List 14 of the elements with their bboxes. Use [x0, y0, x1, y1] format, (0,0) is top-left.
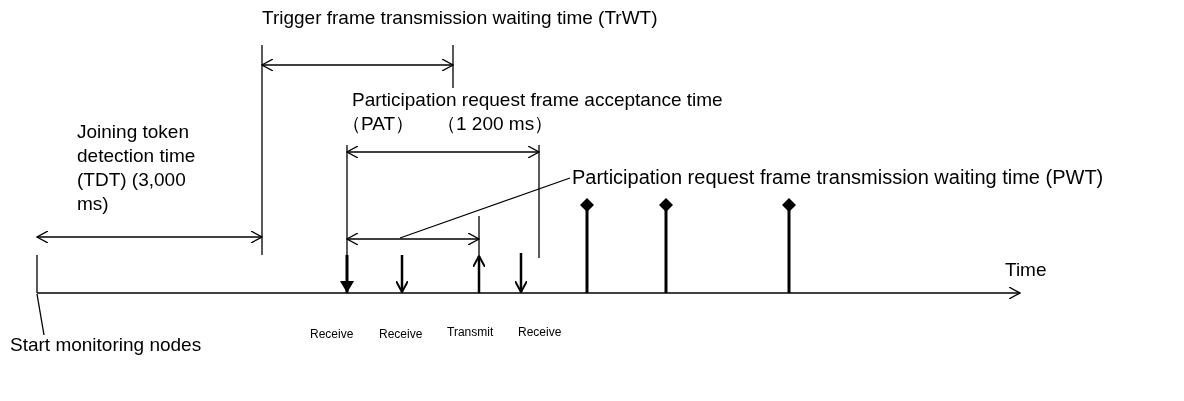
- annotation-text: Participation request frame transmission waiting time (PWT): [572, 163, 1112, 191]
- dimension-label: Trigger frame transmission waiting time (TrWT): [262, 6, 658, 30]
- dimension-label: Joining token detection time (TDT) (3,000 ms): [77, 120, 197, 216]
- leader-line: [36, 293, 45, 336]
- axis-label: Time: [1005, 258, 1047, 282]
- event-label: Receive: [379, 327, 423, 341]
- dimension-label: Participation request frame acceptance time: [352, 88, 723, 112]
- leader-line: [399, 177, 571, 239]
- annotation-text: Start monitoring nodes: [10, 333, 202, 357]
- dimension-label: （PAT）: [342, 112, 415, 136]
- event-label: Transmit: [447, 325, 494, 339]
- event-label: Receive: [518, 325, 562, 339]
- event-label: Receive: [310, 327, 354, 341]
- dimension-label: （1 200 ms）: [437, 112, 554, 136]
